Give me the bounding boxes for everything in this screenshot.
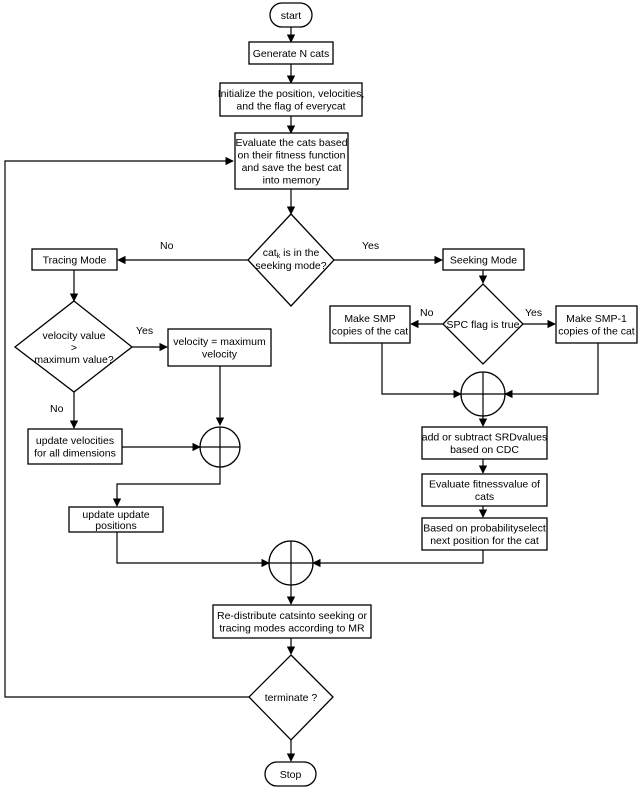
label-no-spc: No [420, 307, 434, 319]
node-velocity-decision-text: velocity value>maximum value? [34, 330, 114, 366]
node-text-line: for all dimensions [34, 448, 116, 460]
node-text-line: positions [95, 520, 136, 532]
node-tracing-mode-text: Tracing Mode [43, 254, 107, 266]
node-text-line: Make SMP [344, 313, 395, 325]
node-text-line: into memory [263, 175, 322, 187]
node-text-line: on their fitness function [238, 150, 346, 162]
node-text-line: SPC flag is true [447, 319, 520, 331]
node-seeking-mode: Seeking Mode [442, 248, 525, 271]
edge-smp1-sum [504, 343, 599, 399]
node-start-text: start [281, 10, 302, 22]
node-text-line: update update [82, 509, 149, 521]
node-text-line: Seeking Mode [450, 254, 517, 266]
node-text-line: tracing modes according to MR [219, 623, 365, 635]
node-spc-decision: SPC flag is true [442, 283, 524, 365]
decision-cat-prefix: cat [263, 247, 277, 259]
node-text-line: cats [475, 491, 494, 503]
node-text-line: next position for the cat [430, 535, 539, 547]
node-velocity-sum [199, 426, 241, 468]
node-text-line: terminate ? [265, 692, 318, 704]
node-text-line: Stop [280, 769, 302, 781]
node-text-line: Make SMP-1 [566, 313, 627, 325]
node-text-line: > [71, 342, 77, 354]
edge-select-finalsum [312, 550, 484, 568]
node-text-line: Initialize the position, velocities, [218, 88, 365, 100]
node-text-line: velocity [202, 349, 238, 361]
node-text-line: add or subtract SRDvalues [422, 432, 547, 444]
node-text-line: update velocities [36, 435, 114, 447]
node-text-line: maximum value? [34, 354, 114, 366]
decision-cat-sub: k [277, 253, 281, 260]
node-seeking-mode-text: Seeking Mode [450, 254, 517, 266]
node-spc-decision-text: SPC flag is true [447, 319, 520, 331]
node-text-line: Evaluate fitnessvalue of [429, 479, 540, 491]
node-final-sum [268, 540, 314, 586]
node-text-line: Based on probabilityselect [423, 523, 546, 535]
node-text-line: Re-distribute catsinto seeking or [217, 610, 367, 622]
decision-cat-suffix: is in the [280, 247, 319, 259]
node-seeking-decision-text: catk is in the [263, 247, 320, 260]
node-initialize: Initialize the position, velocities,and … [218, 82, 365, 117]
node-text-line: Generate N cats [253, 48, 329, 60]
node-stop-text: Stop [280, 769, 302, 781]
node-text-line: copies of the cat [558, 326, 635, 338]
node-text-line: velocity = maximum [173, 336, 266, 348]
node-stop: Stop [264, 761, 317, 787]
label-yes-seeking: Yes [362, 240, 379, 252]
label-yes-velocity: Yes [136, 325, 153, 337]
node-terminate-text: terminate ? [265, 692, 318, 704]
node-text-line: Evaluate the cats based [235, 137, 347, 149]
edge-smp-sum [381, 343, 462, 399]
node-seeking-decision-line2: seeking mode? [255, 260, 326, 272]
edges [4, 27, 599, 762]
node-text-line: and the flag of everycat [236, 101, 345, 113]
node-text-line: and save the best cat [242, 162, 342, 174]
node-velocity-decision: velocity value>maximum value? [13, 300, 134, 393]
edge-labels: No Yes Yes No No Yes [50, 240, 542, 415]
node-text-line: copies of the cat [332, 326, 409, 338]
label-no-tracing: No [160, 240, 174, 252]
node-text-line: start [281, 10, 302, 22]
node-generate-text: Generate N cats [253, 48, 329, 60]
node-text-line: based on CDC [450, 444, 519, 456]
node-start: start [269, 2, 313, 28]
node-terminate: terminate ? [248, 654, 334, 741]
node-tracing-mode: Tracing Mode [31, 248, 118, 271]
edge-terminate-loop [4, 156, 249, 698]
node-seeking-decision: catk is in the seeking mode? [247, 213, 335, 307]
label-no-velocity: No [50, 403, 64, 415]
node-generate: Generate N cats [248, 41, 334, 65]
edge-sum-updatepos [112, 467, 221, 507]
node-text-line: Tracing Mode [43, 254, 107, 266]
node-text-line: velocity value [42, 330, 105, 342]
node-initialize-text: Initialize the position, velocities,and … [218, 88, 365, 113]
label-yes-spc: Yes [525, 307, 542, 319]
node-seeking-sum [460, 371, 506, 417]
edge-updatepos-finalsum [116, 532, 270, 568]
